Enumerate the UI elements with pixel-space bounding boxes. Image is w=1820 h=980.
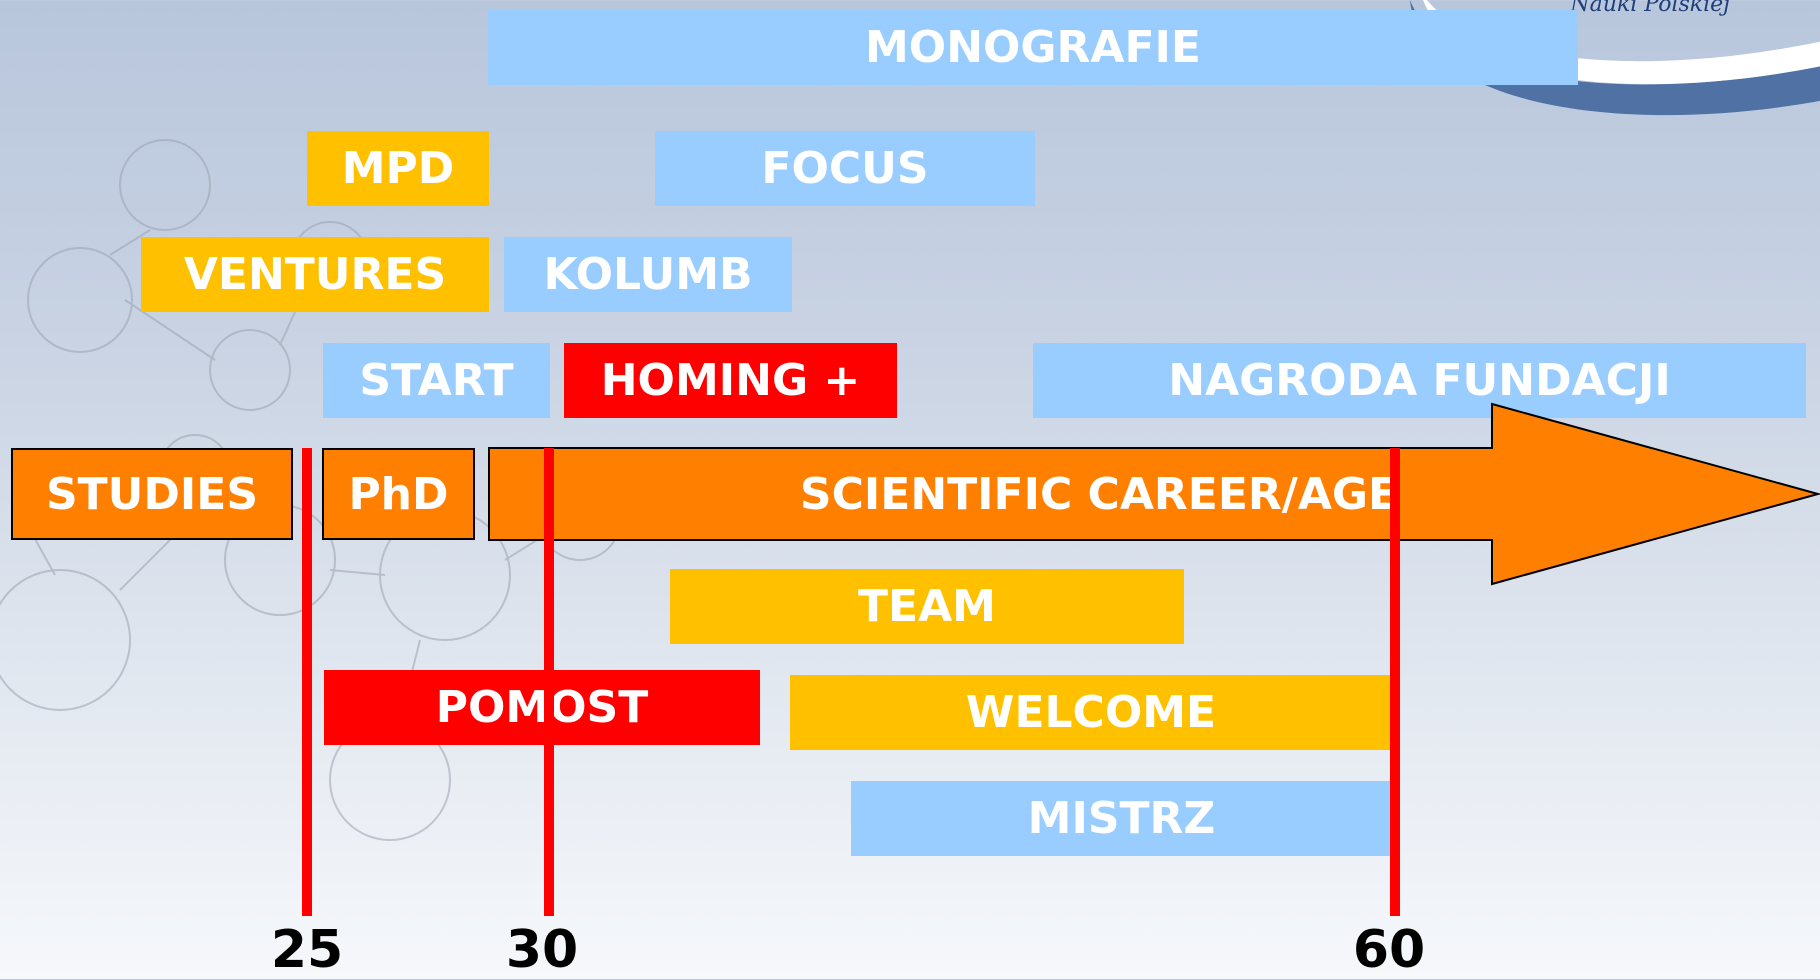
age-60-line <box>1390 448 1400 916</box>
studies-box: STUDIES <box>11 448 293 540</box>
phd-box: PhD <box>322 448 475 540</box>
mpd-box: MPD <box>307 131 489 206</box>
team-box: TEAM <box>670 569 1184 644</box>
focus-box: FOCUS <box>655 131 1035 206</box>
monografie-box: MONOGRAFIE <box>488 10 1578 85</box>
career-label: SCIENTIFIC CAREER/AGE <box>799 468 1399 520</box>
pomost-box: POMOST <box>324 670 760 745</box>
nagroda-fundacji-box: NAGRODA FUNDACJI <box>1033 343 1806 418</box>
kolumb-box: KOLUMB <box>504 237 792 312</box>
start-box: START <box>323 343 550 418</box>
welcome-box: WELCOME <box>790 675 1392 750</box>
homing-plus-box: HOMING + <box>564 343 897 418</box>
logo-text: Nauki Polskiej <box>1570 0 1730 17</box>
age-30-line <box>544 448 554 916</box>
age-60-label: 60 <box>1352 920 1426 980</box>
age-30-label: 30 <box>505 920 579 980</box>
ventures-box: VENTURES <box>141 237 489 312</box>
mistrz-box: MISTRZ <box>851 781 1392 856</box>
age-25-label: 25 <box>270 920 344 980</box>
age-25-line <box>302 448 312 916</box>
